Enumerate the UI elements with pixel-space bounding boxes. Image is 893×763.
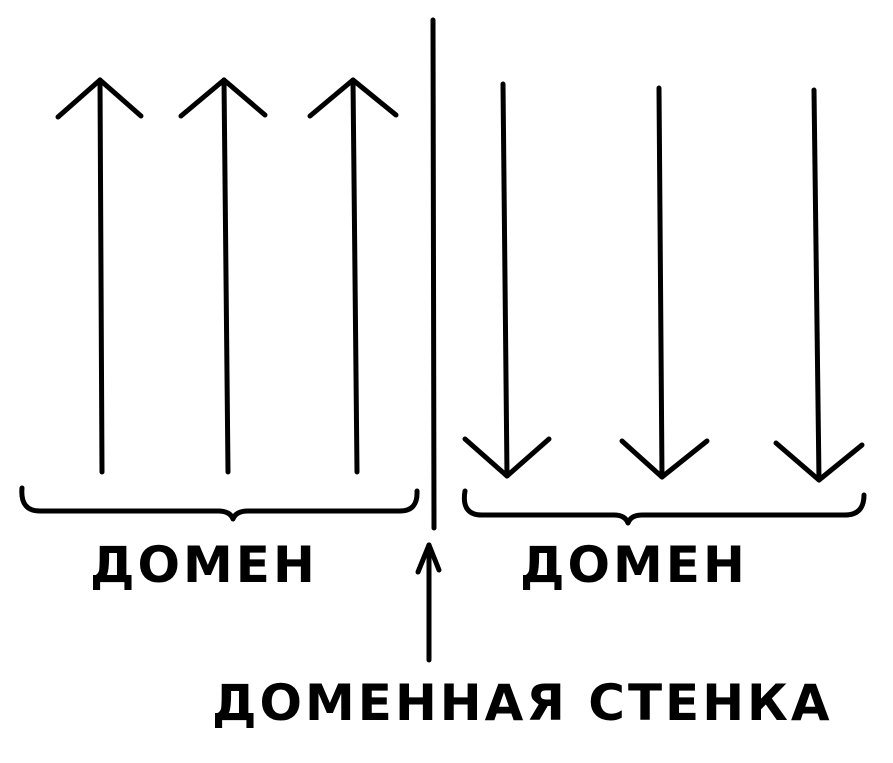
down-arrow [462, 81, 552, 479]
down-arrow [773, 87, 865, 483]
up-arrow [307, 77, 399, 475]
left-domain-arrows [55, 77, 399, 475]
left-domain-brace [19, 485, 420, 522]
up-arrow [178, 77, 268, 475]
right-domain-arrows [462, 81, 865, 483]
right-domain-label: Домен [520, 536, 748, 594]
domain-wall-line [430, 17, 437, 531]
down-arrow [619, 85, 710, 480]
domain-wall-label: Доменная стенка [212, 674, 833, 732]
wall-pointer-arrow [415, 542, 442, 663]
left-domain-label: Домен [90, 536, 318, 594]
up-arrow [55, 77, 144, 475]
right-domain-brace [461, 488, 867, 526]
